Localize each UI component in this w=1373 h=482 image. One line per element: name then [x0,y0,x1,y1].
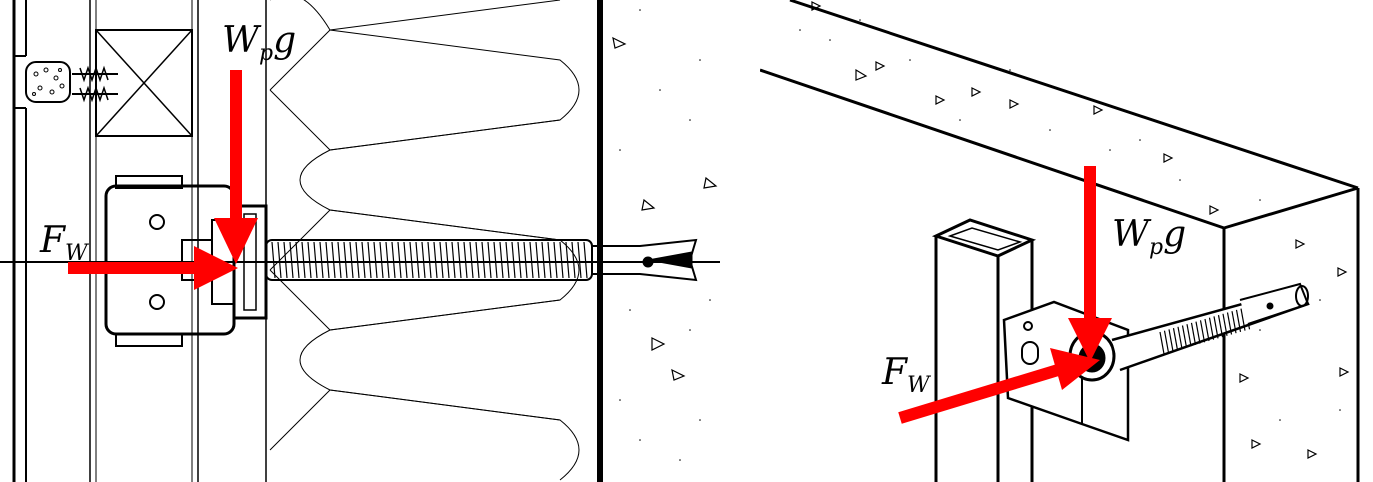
wind-force-arrow [68,246,238,290]
gasket-seal [25,61,71,103]
wind-label: FW [881,352,932,398]
slab-front-edge [760,68,1225,230]
isometric-view-diagram: Wpg FW [760,0,1373,482]
slab-top-edge [789,0,1359,190]
weight-force-arrow [1068,166,1112,362]
weight-force-arrow [214,70,258,264]
section-view-diagram: Wpg FW [0,0,720,482]
section-view-drawing: Wpg FW [0,0,720,482]
wind-force-arrow [898,348,1100,424]
concrete-hatch [612,36,718,381]
wind-label: FW [39,220,90,266]
weight-label: Wpg [1112,214,1186,260]
weight-label: Wpg [222,20,296,66]
timber-block [95,29,193,137]
anchor [591,238,698,282]
concrete-hatch [811,1,1350,459]
isometric-view-drawing: Wpg FW [760,0,1360,482]
anchor [1239,282,1310,325]
